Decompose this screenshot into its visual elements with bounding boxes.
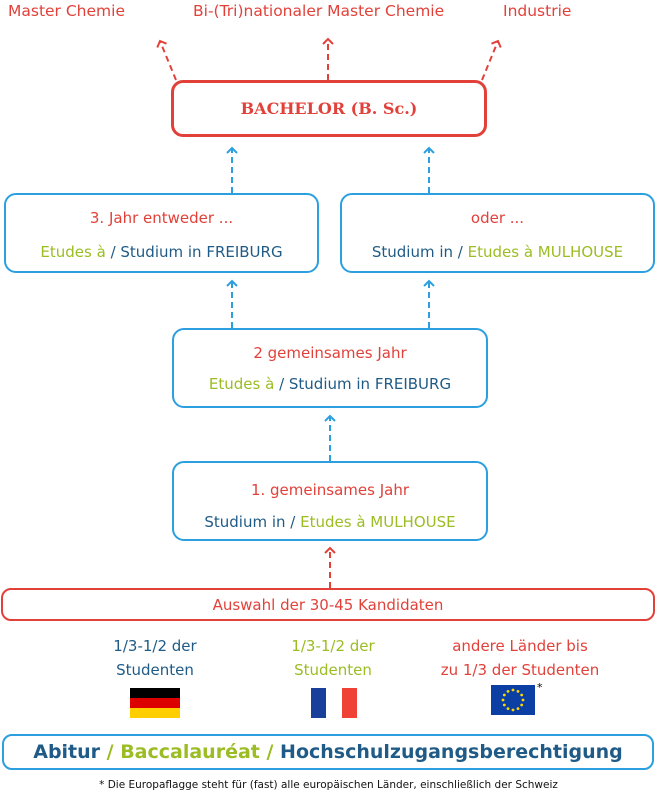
selection-box: Auswahl der 30-45 Kandidaten [1, 588, 655, 621]
year3-freiburg-box: 3. Jahr entweder ... Etudes à / Studium … [4, 193, 319, 273]
qualification-box: Abitur / Baccalauréat / Hochschulzugangs… [2, 734, 654, 770]
qualification-label: Abitur / Baccalauréat / Hochschulzugangs… [4, 741, 652, 763]
qualification-bac: Baccalauréat [120, 741, 260, 763]
year1-location: Studium in / Etudes à MULHOUSE [174, 513, 486, 531]
year1-title: 1. gemeinsames Jahr [250, 481, 410, 499]
eu-star [506, 707, 510, 711]
bachelor-box: BACHELOR (B. Sc.) [171, 80, 487, 137]
selection-label: Auswahl der 30-45 Kandidaten [212, 596, 444, 614]
year2-box: 2 gemeinsames Jahr Etudes à / Studium in… [172, 328, 488, 408]
year3-right-title: oder ... [470, 209, 525, 227]
year3-left-fr: Etudes à [40, 243, 106, 261]
eu-star [511, 688, 515, 692]
year3-left-sep: / [105, 243, 121, 261]
group-germany-line1: 1/3-1/2 der [113, 637, 197, 655]
eu-star [506, 689, 510, 693]
eu-star [516, 689, 520, 693]
france-flag [311, 688, 357, 718]
group-france-line2: Studenten [294, 661, 372, 679]
year1-fr: Etudes à MULHOUSE [300, 513, 456, 531]
eu-star [516, 707, 520, 711]
eu-star [501, 698, 505, 702]
germany-flag [130, 688, 180, 718]
qualification-abitur: Abitur [33, 741, 101, 763]
qualification-sep2: / [259, 741, 281, 763]
year2-sep: / [274, 375, 289, 393]
group-france: 1/3-1/2 der Studenten [258, 634, 408, 682]
year3-left-location: Etudes à / Studium in FREIBURG [6, 243, 317, 261]
eu-star [520, 703, 524, 707]
outcome-binational-master: Bi-(Tri)nationaler Master Chemie [193, 2, 445, 20]
bachelor-label: BACHELOR (B. Sc.) [240, 99, 418, 118]
qualification-hzb: Hochschulzugangsberechtigung [280, 741, 623, 763]
year3-right-de: Studium in [371, 243, 454, 261]
year1-box: 1. gemeinsames Jahr Studium in / Etudes … [172, 461, 488, 541]
year3-mulhouse-box: oder ... Studium in / Etudes à MULHOUSE [340, 193, 655, 273]
year3-left-de: Studium in FREIBURG [120, 243, 283, 261]
group-others-line1: andere Länder bis [452, 637, 588, 655]
year2-title: 2 gemeinsames Jahr [253, 344, 407, 362]
year1-de: Studium in [204, 513, 286, 531]
outcome-master: Master Chemie [8, 2, 125, 20]
group-france-line1: 1/3-1/2 der [291, 637, 375, 655]
eu-flag [491, 685, 535, 715]
year3-right-location: Studium in / Etudes à MULHOUSE [342, 243, 653, 261]
year3-right-fr: Etudes à MULHOUSE [467, 243, 624, 261]
eu-footnote-mark: * [537, 681, 543, 694]
eu-stars-icon [491, 685, 535, 715]
eu-star [521, 698, 525, 702]
year2-fr: Etudes à [208, 375, 275, 393]
outcome-industrie: Industrie [503, 2, 572, 20]
arrow-to-master [156, 39, 177, 81]
qualification-sep1: / [100, 741, 121, 763]
arrow-to-industrie [481, 39, 502, 81]
year3-left-title: 3. Jahr entweder ... [89, 209, 234, 227]
group-germany-line2: Studenten [116, 661, 194, 679]
year3-right-sep: / [453, 243, 468, 261]
group-germany: 1/3-1/2 der Studenten [80, 634, 230, 682]
group-others-line2: zu 1/3 der Studenten [440, 661, 600, 679]
eu-star [502, 693, 506, 697]
eu-star [502, 703, 506, 707]
year2-de: Studium in FREIBURG [288, 375, 452, 393]
eu-star [511, 708, 515, 712]
year2-location: Etudes à / Studium in FREIBURG [174, 375, 486, 393]
eu-star [520, 693, 524, 697]
year1-sep: / [285, 513, 301, 531]
footnote: * Die Europaflagge steht für (fast) alle… [99, 779, 558, 791]
group-others: andere Länder bis zu 1/3 der Studenten [420, 634, 620, 682]
